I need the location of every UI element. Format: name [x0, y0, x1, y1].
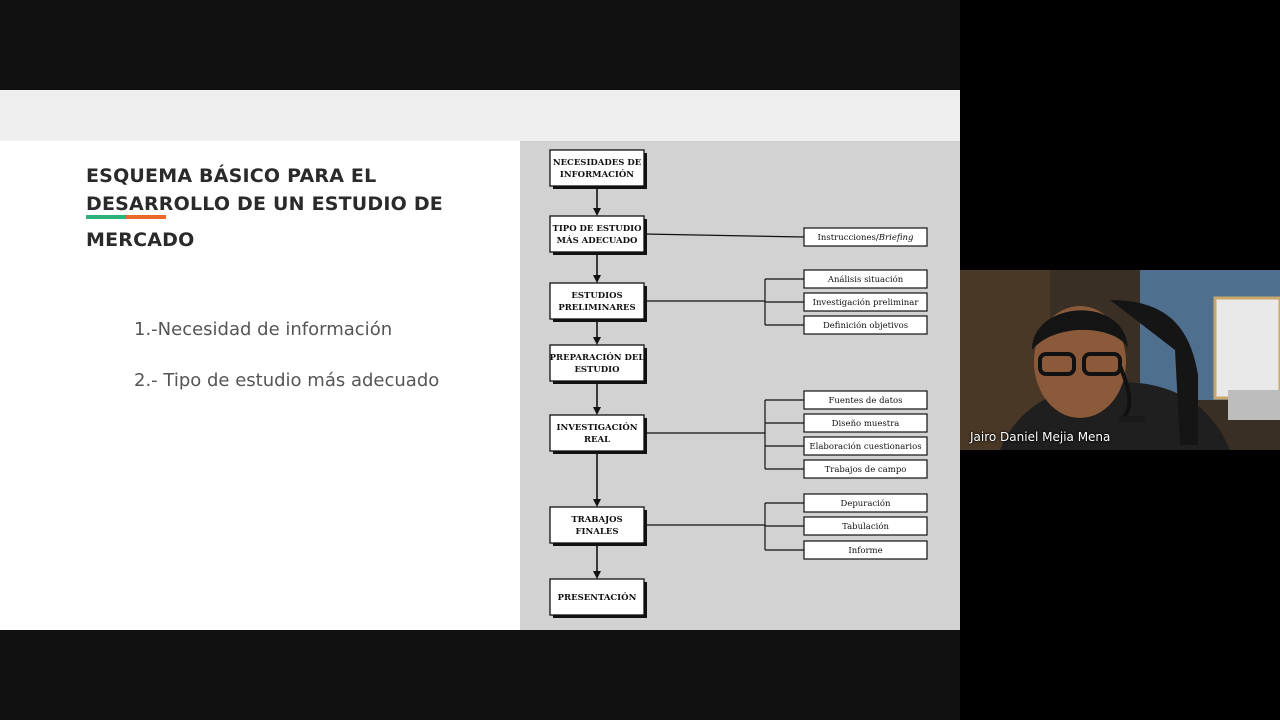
flow-step-label: INFORMACIÓN	[560, 168, 634, 180]
flow-step-frame	[549, 215, 645, 253]
presentation-slide: ESQUEMA BÁSICO PARA EL DESARROLLO DE UN …	[0, 90, 960, 630]
flow-step-frame	[549, 578, 645, 616]
slide-title-line: MERCADO	[86, 229, 195, 251]
flow-substep-box: Depuración	[803, 493, 928, 513]
flow-step-label: FINALES	[576, 527, 619, 537]
flow-substep-box: Tabulación	[803, 516, 928, 536]
flow-substep-box: Instrucciones/Briefing	[803, 227, 928, 247]
flow-step-label: INVESTIGACIÓN	[556, 421, 637, 433]
accent-orange-segment	[126, 215, 166, 219]
flow-substep-box: Análisis situación	[803, 269, 928, 289]
flow-substep-label: Tabulación	[842, 521, 889, 532]
flow-substep-box: Investigación preliminar	[803, 292, 928, 312]
flow-step-label: ESTUDIOS	[571, 291, 622, 301]
slide-title-line: DESARROLLO DE UN ESTUDIO DE	[86, 193, 443, 215]
flow-substep-box: Fuentes de datos	[803, 390, 928, 410]
slide-title: ESQUEMA BÁSICO PARA EL DESARROLLO DE UN …	[86, 162, 506, 254]
flow-substep-label: Diseño muestra	[832, 419, 900, 429]
flow-substep-label: Instrucciones/Briefing	[818, 233, 914, 243]
flow-step-label: ESTUDIO	[574, 365, 620, 375]
flow-substep-box: Trabajos de campo	[803, 459, 928, 479]
flow-step-frame	[549, 149, 645, 187]
accent-green-segment	[86, 215, 126, 219]
flow-step-label: TRABAJOS	[571, 515, 622, 525]
flow-substep-frame	[803, 292, 928, 312]
flow-step-box: TRABAJOS FINALES	[549, 506, 647, 546]
flow-substep-frame	[803, 493, 928, 513]
flow-substep-box: Elaboración cuestionarios	[803, 436, 928, 456]
flow-substep-label: Fuentes de datos	[829, 396, 903, 406]
flow-substep-frame	[803, 540, 928, 560]
flow-step-frame	[549, 282, 645, 320]
flow-substep-frame	[803, 436, 928, 456]
flow-substep-box: Definición objetivos	[803, 315, 928, 335]
flow-substep-label: Elaboración cuestionarios	[809, 441, 921, 452]
flow-step-label: MÁS ADECUADO	[557, 234, 638, 246]
flow-substep-label: Definición objetivos	[823, 320, 908, 331]
flow-substep-frame	[803, 516, 928, 536]
flow-substep-box: Informe	[803, 540, 928, 560]
slide-header-band	[0, 90, 960, 141]
flow-step-label: PREPARACIÓN DEL	[550, 351, 645, 363]
flow-substep-frame	[803, 390, 928, 410]
flow-step-box: INVESTIGACIÓN REAL	[549, 414, 647, 454]
flow-step-label: TIPO DE ESTUDIO	[553, 224, 643, 234]
flow-step-frame	[549, 414, 645, 452]
slide-bullet-item: 2.- Tipo de estudio más adecuado	[134, 370, 440, 391]
title-accent-bar	[86, 215, 166, 219]
flow-substep-label: Análisis situación	[827, 274, 904, 285]
flow-step-label: REAL	[584, 435, 610, 445]
flow-substep-frame	[803, 459, 928, 479]
participant-name-label: Jairo Daniel Mejia Mena	[970, 430, 1111, 444]
participant-video-feed	[960, 270, 1280, 450]
flow-connector	[643, 233, 805, 238]
flow-step-frame	[549, 344, 645, 382]
flow-step-label: PRESENTACIÓN	[558, 591, 637, 603]
slide-bullet-item: 1.-Necesidad de información	[134, 319, 393, 340]
flow-step-box: PREPARACIÓN DEL ESTUDIO	[549, 344, 647, 384]
flow-substep-label: Informe	[848, 546, 882, 556]
flow-substep-frame	[803, 413, 928, 433]
flow-step-box: ESTUDIOS PRELIMINARES	[549, 282, 647, 322]
participant-video-tile[interactable]: Jairo Daniel Mejia Mena	[960, 270, 1280, 450]
flow-substep-label: Investigación preliminar	[813, 297, 920, 308]
flow-step-box: PRESENTACIÓN	[549, 578, 647, 618]
flow-substep-frame	[803, 269, 928, 289]
flow-substep-box: Diseño muestra	[803, 413, 928, 433]
flow-substep-frame	[803, 227, 928, 247]
flow-substep-label: Depuración	[841, 498, 891, 509]
flow-step-label: NECESIDADES DE	[553, 158, 642, 168]
slide-title-line: ESQUEMA BÁSICO PARA EL	[86, 165, 377, 187]
flow-step-label: PRELIMINARES	[558, 303, 635, 313]
flow-substep-label: Trabajos de campo	[825, 465, 907, 475]
screen-share-area: ESQUEMA BÁSICO PARA EL DESARROLLO DE UN …	[0, 0, 960, 720]
flow-step-frame	[549, 506, 645, 544]
flow-substep-frame	[803, 315, 928, 335]
